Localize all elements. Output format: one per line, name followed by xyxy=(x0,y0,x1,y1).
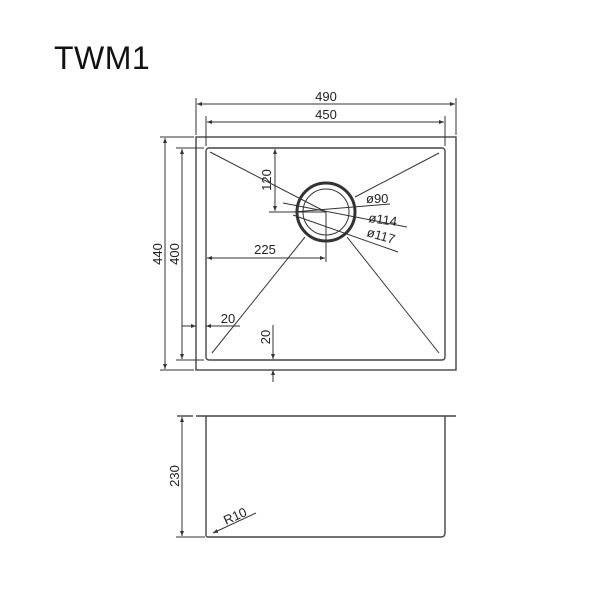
dim-label-120: 120 xyxy=(259,169,274,191)
top-view: 490 450 440 400 120 xyxy=(150,89,457,382)
bowl-profile xyxy=(205,416,446,538)
dim-bowl-width: 450 xyxy=(205,107,446,146)
dim-label-20-bottom: 20 xyxy=(258,330,273,344)
dim-label-490: 490 xyxy=(315,89,337,104)
side-view: 230 R10 xyxy=(167,415,456,538)
label-diameter-90: ø90 xyxy=(366,191,388,206)
dim-label-230: 230 xyxy=(167,465,182,487)
dim-drain-offset-left: 225 xyxy=(207,212,327,262)
dim-label-400: 400 xyxy=(167,243,182,265)
bowl-outline xyxy=(205,147,446,361)
dim-overall-depth: 440 xyxy=(150,136,194,371)
label-diameter-114: ø114 xyxy=(368,210,398,229)
outer-rim xyxy=(195,136,457,371)
drain-diameter-callouts: ø90 ø114 ø117 xyxy=(282,191,408,253)
dim-label-450: 450 xyxy=(315,107,337,122)
dim-overall-width: 490 xyxy=(195,89,457,135)
dim-bowl-depth: 400 xyxy=(167,147,204,361)
model-title: TWM1 xyxy=(54,40,151,76)
dim-rim-bottom: 20 xyxy=(258,325,275,382)
dim-drain-offset-top: 120 xyxy=(259,149,326,213)
dim-label-r10: R10 xyxy=(221,504,249,527)
dim-label-20-left: 20 xyxy=(221,311,235,326)
dim-rim-left: 20 xyxy=(182,311,240,328)
dim-label-225: 225 xyxy=(254,242,276,257)
dim-label-440: 440 xyxy=(150,243,165,265)
